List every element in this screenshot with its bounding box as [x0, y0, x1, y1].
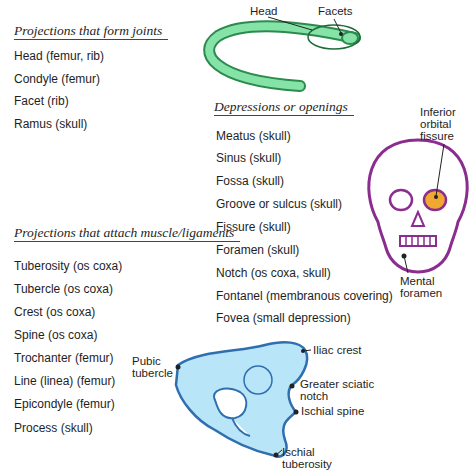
head-circle	[308, 25, 360, 49]
teeth-lines	[406, 236, 430, 246]
section-heading: Projections that form joints	[14, 22, 168, 40]
leader-line	[268, 17, 312, 30]
term-item: Tuberosity (os coxa)	[14, 259, 122, 274]
term-item: Groove or sulcus (skull)	[216, 197, 342, 212]
term-item: Fovea (small depression)	[216, 311, 351, 326]
callout-label: Head	[250, 5, 278, 17]
eye-socket-highlight	[424, 190, 446, 210]
acetabulum	[244, 366, 272, 394]
term-item: Fontanel (membranous covering)	[216, 289, 393, 304]
section-heading: Projections that attach muscle/ligaments	[14, 224, 240, 242]
leader-line	[276, 450, 282, 455]
callout-label: Mental foramen	[400, 275, 458, 299]
callout-label: Iliac crest	[313, 344, 362, 356]
leader-dot	[339, 32, 343, 36]
term-item: Head (femur, rib)	[14, 49, 104, 64]
leader-dot	[434, 195, 438, 199]
term-item: Sinus (skull)	[216, 151, 281, 166]
term-item: Fossa (skull)	[216, 174, 284, 189]
term-item: Line (linea) (femur)	[14, 374, 115, 389]
teeth	[400, 236, 436, 246]
leader-dot	[290, 384, 295, 389]
callout-label: Ischial tuberosity	[282, 446, 344, 470]
callout-label: Ischial spine	[301, 405, 364, 417]
nasal-cavity	[412, 212, 424, 226]
skull-outline	[369, 140, 467, 272]
rib-head	[342, 32, 358, 44]
callout-label: Greater sciatic notch	[300, 378, 395, 402]
term-item: Condyle (femur)	[14, 72, 100, 87]
term-item: Meatus (skull)	[216, 129, 291, 144]
term-item: Ramus (skull)	[14, 117, 87, 132]
eye-socket	[390, 190, 412, 210]
rib-outline	[209, 26, 355, 86]
section-heading: Depressions or openings	[214, 98, 354, 116]
term-item: Process (skull)	[14, 421, 93, 436]
callout-label: Pubic tubercle	[132, 355, 178, 379]
term-item: Trochanter (femur)	[14, 351, 114, 366]
callout-label: Facets	[318, 5, 353, 17]
term-item: Spine (os coxa)	[14, 328, 97, 343]
term-item: Facet (rib)	[14, 94, 69, 109]
term-item: Crest (os coxa)	[14, 305, 95, 320]
term-item: Tubercle (os coxa)	[14, 282, 113, 297]
leader-dot	[301, 349, 305, 353]
leader-dot	[294, 410, 299, 415]
skull-group	[369, 140, 467, 273]
leader-line	[334, 19, 341, 33]
obturator-foramen	[214, 389, 250, 436]
leader-line	[404, 256, 408, 273]
term-item: Notch (os coxa, skull)	[216, 266, 331, 281]
term-item: Foramen (skull)	[216, 243, 299, 258]
callout-label: Inferior orbital fissure	[420, 106, 472, 142]
leader-dot	[176, 365, 181, 370]
rib-bone	[209, 26, 355, 86]
term-item: Epicondyle (femur)	[14, 397, 115, 412]
leader-line	[436, 144, 444, 196]
os-coxa	[176, 342, 307, 456]
